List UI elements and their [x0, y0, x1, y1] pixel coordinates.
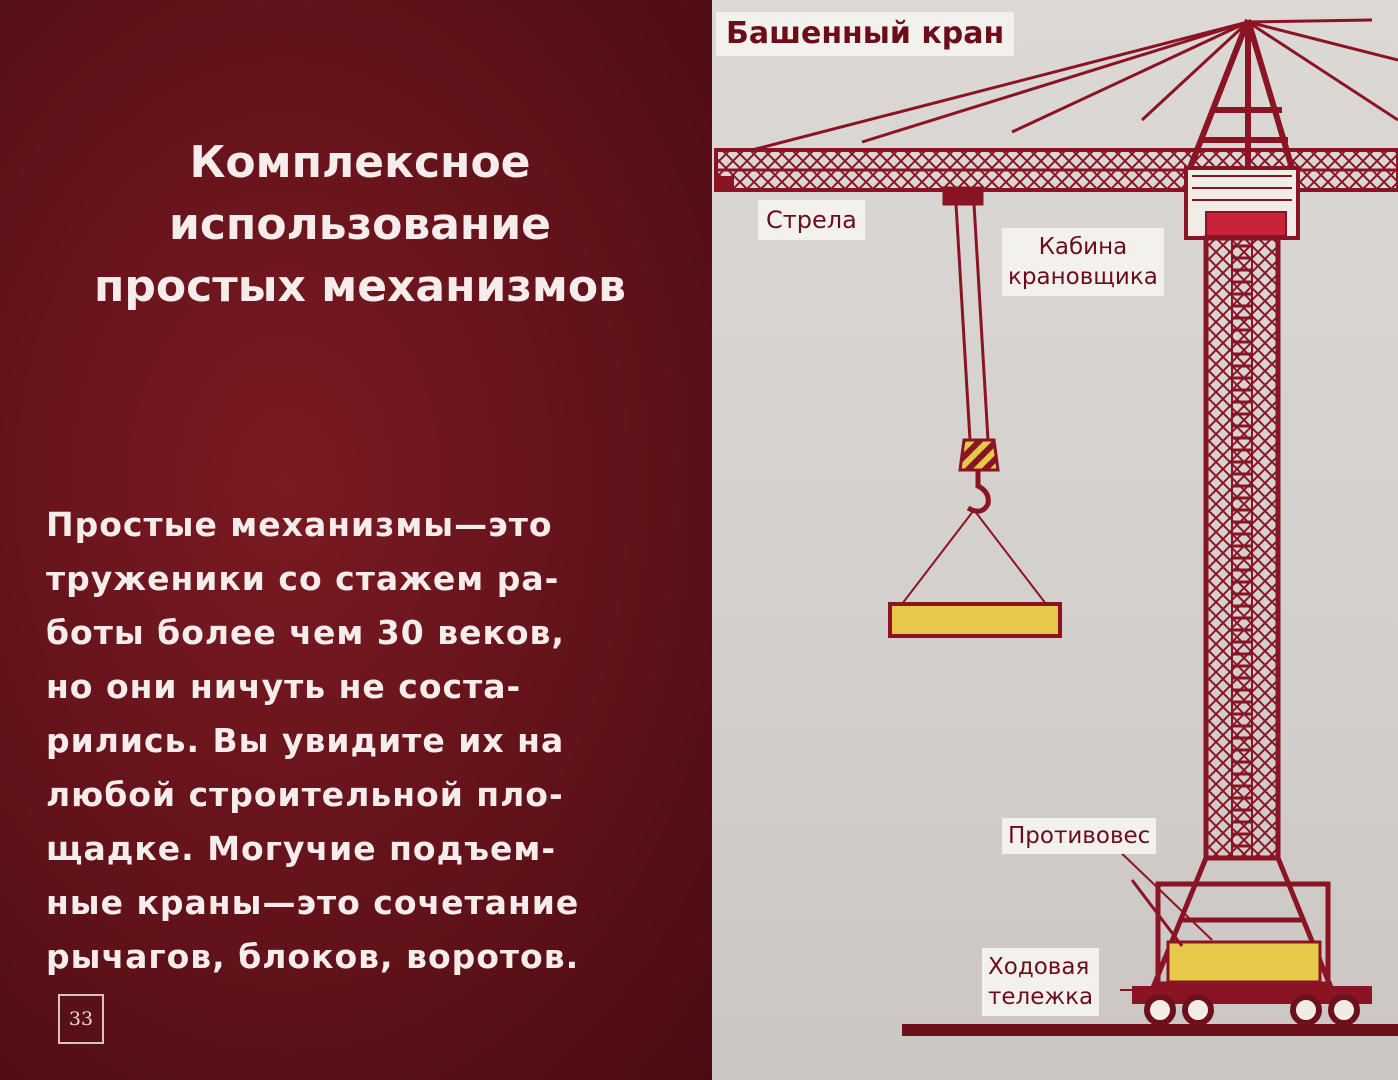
bogie-wheel	[1182, 994, 1214, 1026]
body-line: боты более чем 30 веков,	[46, 613, 565, 652]
operator-cabin	[1184, 166, 1300, 240]
label-cabin: Кабина крановщика	[1002, 228, 1164, 296]
label-cabin-line: крановщика	[1008, 264, 1158, 290]
body-line: рычагов, блоков, воротов.	[46, 937, 580, 976]
slide-body-text: Простые механизмы—это труженики со стаже…	[46, 498, 696, 984]
label-counterweight: Противовес	[1002, 818, 1157, 854]
body-line: рились. Вы увидите их на	[46, 721, 565, 760]
diagram-title: Башенный кран	[716, 12, 1015, 56]
bogie-wheel	[1328, 994, 1360, 1026]
label-leaders	[1111, 843, 1213, 991]
hook-block	[958, 438, 1000, 514]
body-line: любой строительной пло-	[46, 775, 564, 814]
title-line: использование	[169, 199, 551, 250]
label-boom: Стрела	[758, 200, 865, 240]
label-bogie: Ходовая тележка	[982, 948, 1100, 1016]
body-line: труженики со стажем ра-	[46, 559, 560, 598]
frame-number: 33	[58, 994, 104, 1044]
body-line: Простые механизмы—это	[46, 505, 553, 544]
running-bogie	[1132, 986, 1372, 1026]
body-line: ные краны—это сочетание	[46, 883, 580, 922]
boom-stays	[751, 18, 1398, 152]
crane-diagram-panel: Башенный кран Стрела Кабина крановщика П…	[712, 0, 1398, 1080]
label-bogie-line: тележка	[988, 984, 1094, 1010]
label-bogie-line: Ходовая	[988, 954, 1090, 980]
crane-mast	[1203, 235, 1281, 861]
label-cabin-line: Кабина	[1038, 234, 1128, 260]
body-line: но они ничуть не соста-	[46, 667, 522, 706]
title-line: Комплексное	[189, 137, 531, 188]
mast-head	[1187, 18, 1295, 170]
text-panel: Комплексное использование простых механи…	[0, 0, 712, 1080]
slide-title: Комплексное использование простых механи…	[40, 132, 680, 318]
bogie-wheel	[1290, 994, 1322, 1026]
body-line: щадке. Могучие подъем-	[46, 829, 557, 868]
hoist-rope	[942, 186, 990, 441]
tower-crane-illustration	[714, 18, 1398, 1036]
ground-rail	[902, 1024, 1398, 1036]
counterweight-block	[1130, 879, 1331, 987]
title-line: простых механизмов	[94, 261, 626, 312]
bogie-wheel	[1144, 994, 1176, 1026]
cargo-load	[888, 509, 1062, 638]
